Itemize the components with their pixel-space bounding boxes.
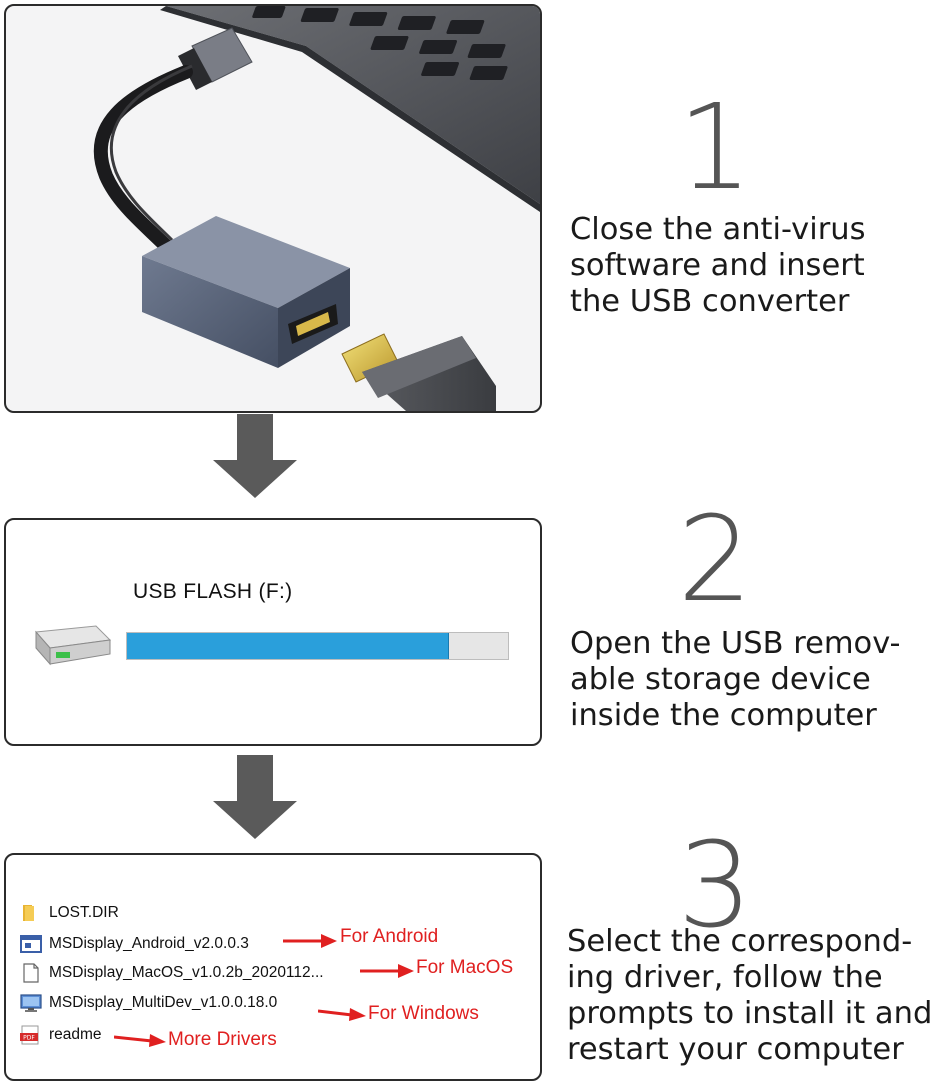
step-3-instructions: Select the correspond- ing driver, follo…: [567, 924, 933, 1067]
svg-text:PDF: PDF: [23, 1035, 35, 1042]
adapter-box-top: [142, 216, 350, 308]
file-row-macos[interactable]: MSDisplay_MacOS_v1.0.2b_2020112...: [20, 961, 324, 985]
adapter-box-front: [142, 256, 278, 368]
annotation-windows: For Windows: [368, 1003, 479, 1024]
step-1-illustration-panel: [4, 4, 542, 413]
annotation-macos: For MacOS: [416, 957, 514, 978]
down-arrow-icon: [213, 414, 297, 498]
pdf-icon: PDF: [20, 1025, 39, 1045]
step-2-drive-panel: USB FLASH (F:): [4, 518, 542, 746]
laptop-keyboard: [252, 6, 508, 80]
file-name: readme: [49, 1026, 102, 1043]
document-icon: [23, 963, 39, 983]
file-name: MSDisplay_Android_v2.0.0.3: [49, 935, 249, 952]
file-row-lost-dir[interactable]: LOST.DIR: [20, 901, 119, 925]
file-name: MSDisplay_MultiDev_v1.0.0.18.0: [49, 994, 278, 1011]
laptop-body: [166, 6, 540, 204]
drive-capacity-bar: [126, 632, 509, 660]
drive-label: USB FLASH (F:): [133, 580, 293, 603]
file-row-android[interactable]: MSDisplay_Android_v2.0.0.3: [20, 932, 249, 956]
step-3-number: 3: [677, 816, 753, 954]
annotation-more-drivers: More Drivers: [168, 1029, 277, 1050]
file-row-readme[interactable]: PDF readme: [20, 1023, 102, 1047]
monitor-icon: [20, 994, 42, 1012]
drive-capacity-fill: [127, 633, 449, 659]
folder-icon: [23, 905, 34, 921]
file-name: MSDisplay_MacOS_v1.0.2b_2020112...: [49, 964, 324, 981]
red-arrow-icon: [283, 934, 337, 948]
file-row-windows[interactable]: MSDisplay_MultiDev_v1.0.0.18.0: [20, 991, 277, 1015]
step-2-number: 2: [677, 490, 753, 628]
app-window-icon: [20, 935, 42, 953]
down-arrow-icon: [213, 755, 297, 841]
step-1-number: 1: [677, 78, 753, 216]
step-3-file-list-panel: LOST.DIR MSDisplay_Android_v2.0.0.3 MSDi…: [4, 853, 542, 1081]
annotation-android: For Android: [340, 926, 439, 947]
step-1-instructions: Close the anti-virus software and insert…: [570, 212, 866, 319]
file-name: LOST.DIR: [49, 904, 119, 921]
red-arrow-icon: [318, 1008, 366, 1021]
hard-drive-icon[interactable]: [26, 624, 112, 668]
red-arrow-icon: [114, 1034, 166, 1047]
usb-adapter-illustration: [93, 6, 540, 411]
red-arrow-icon: [360, 964, 414, 978]
step-2-instructions: Open the USB remov- able storage device …: [570, 626, 901, 733]
